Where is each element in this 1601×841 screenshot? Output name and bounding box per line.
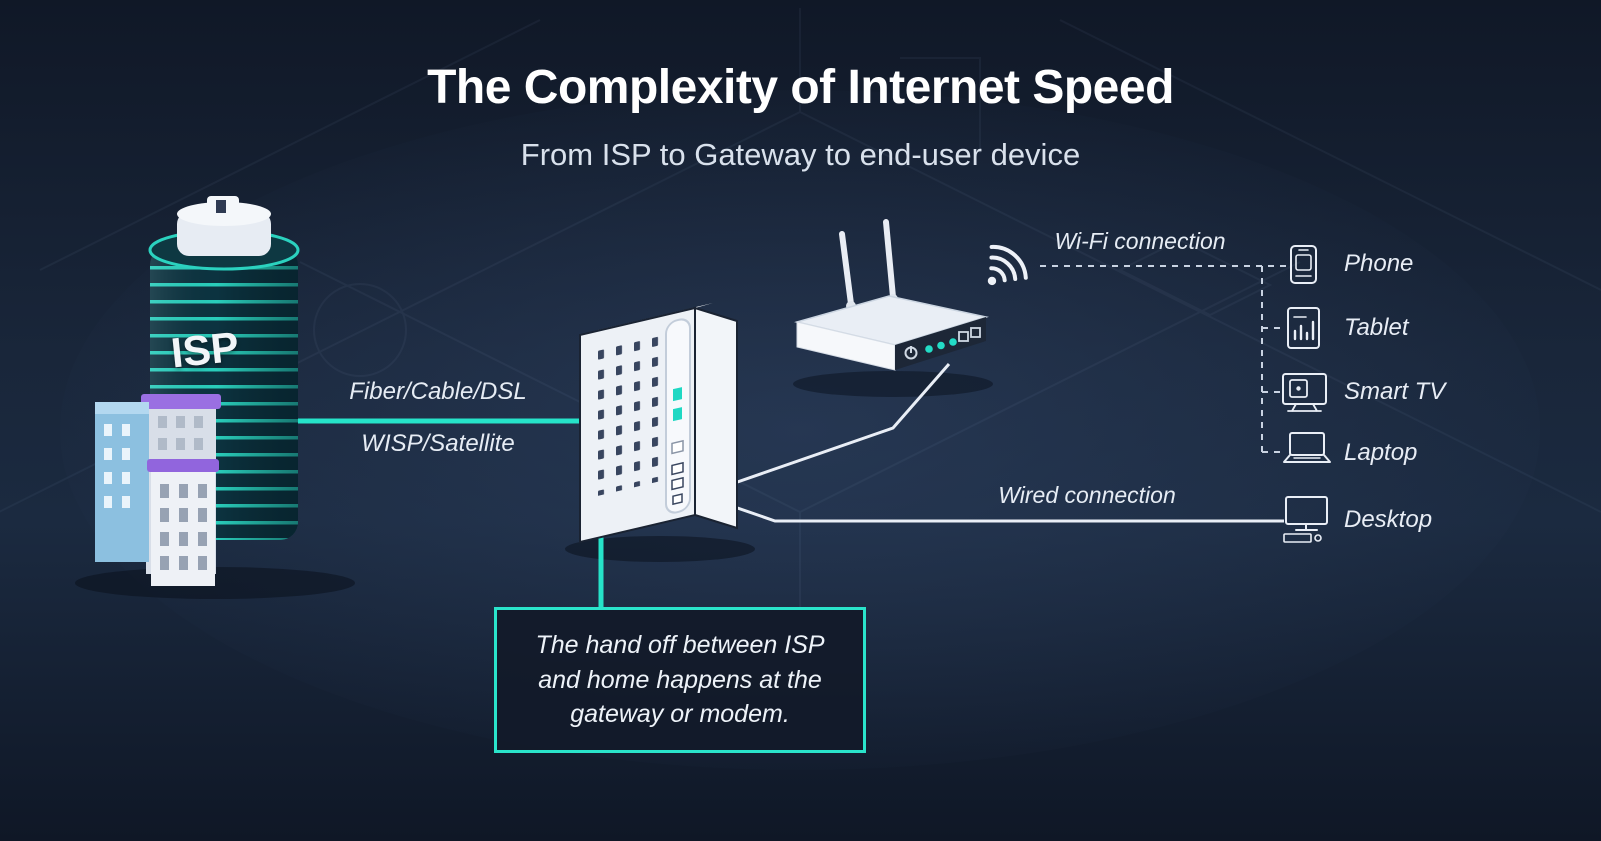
page-subtitle: From ISP to Gateway to end-user device <box>520 137 1081 172</box>
callout-box: The hand off between ISP and home happen… <box>494 607 866 753</box>
wired-connection-line <box>722 501 1284 523</box>
device-label-phone: Phone <box>1344 250 1414 277</box>
callout-text: The hand off between ISP and home happen… <box>535 631 825 729</box>
wifi-connection-label: Wi-Fi connection <box>1054 228 1226 254</box>
desktop-icon <box>1283 496 1328 543</box>
laptop-icon <box>1283 432 1331 463</box>
router-antenna-left <box>839 231 854 307</box>
wired-connection-label: Wired connection <box>998 482 1176 508</box>
isp-building <box>95 196 300 586</box>
wifi-signal-icon <box>987 244 1028 286</box>
smart-tv-icon <box>1282 373 1327 412</box>
tablet-icon <box>1287 307 1320 349</box>
wifi-router <box>794 219 989 371</box>
ambient-glow <box>60 90 1540 770</box>
device-label-smart-tv: Smart TV <box>1344 378 1446 405</box>
phone-icon <box>1290 245 1317 284</box>
wifi-connection-line <box>1040 265 1286 453</box>
device-label-tablet: Tablet <box>1344 314 1409 341</box>
device-label-desktop: Desktop <box>1344 506 1433 533</box>
modem-side <box>694 306 738 530</box>
page-title: The Complexity of Internet Speed <box>427 61 1174 114</box>
isp-link-label-1: Fiber/Cable/DSL <box>349 378 527 405</box>
isp-link-label-2: WISP/Satellite <box>361 430 515 457</box>
router-antenna-right <box>883 219 896 300</box>
modem-gateway <box>579 303 738 544</box>
modem-to-router-line <box>722 363 951 489</box>
background-floorplan <box>0 8 1601 610</box>
router-controls <box>904 327 981 360</box>
device-label-laptop: Laptop <box>1344 439 1418 466</box>
